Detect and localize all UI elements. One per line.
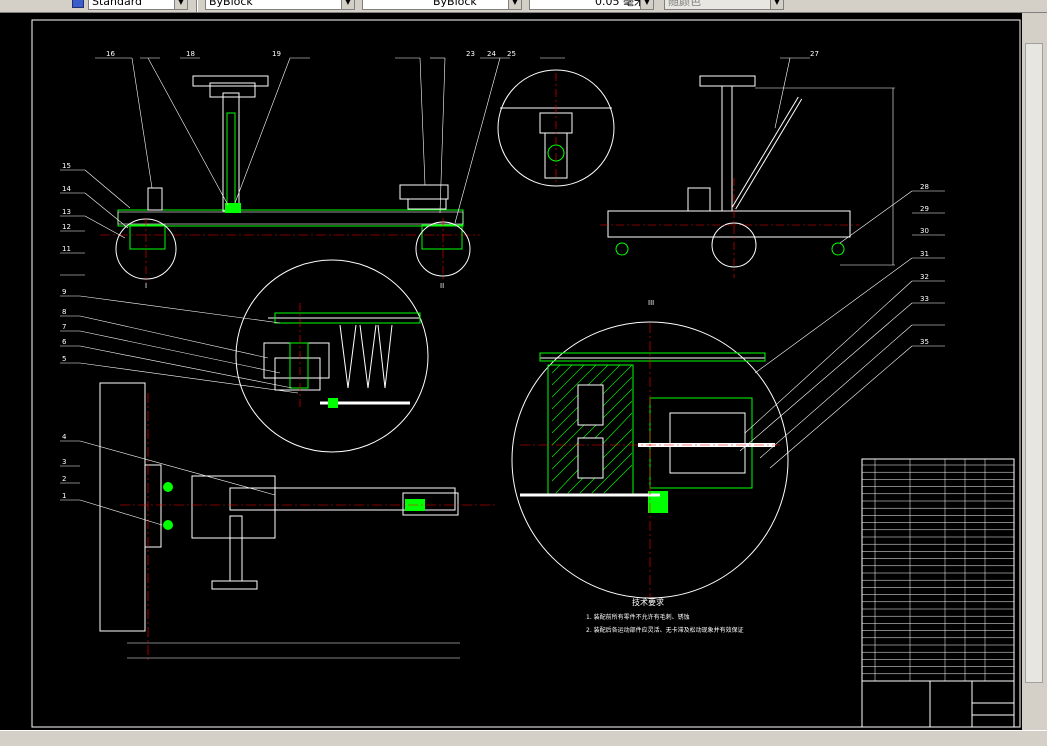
cart-top-view [99, 382, 495, 663]
chevron-down-icon[interactable]: ▼ [174, 0, 187, 9]
chevron-down-icon[interactable]: ▼ [640, 0, 653, 9]
drawing-canvas[interactable]: 16 18 19 23 24 25 27 15 14 13 12 11 9 8 … [0, 13, 1022, 730]
part-label: 14 [62, 185, 71, 193]
linetype-dropdown[interactable]: ByBlock ▼ [362, 0, 522, 10]
technical-requirements: 技术要求 1. 装配前所有零件不允许有毛刺、锈蚀 2. 装配后各运动部件应灵活、… [586, 597, 744, 634]
part-label: 4 [62, 433, 67, 441]
detail-view-top [497, 69, 615, 187]
part-label: 13 [62, 208, 71, 216]
properties-toolbar: Standard ▼ ByBlock ▼ ByBlock ▼ 0.05 毫米 ▼… [0, 0, 1047, 13]
lineweight-dropdown[interactable]: 0.05 毫米 ▼ [529, 0, 654, 10]
part-label: 31 [920, 250, 929, 258]
scrollbar-thumb[interactable] [1025, 43, 1043, 683]
detail-view-right [511, 321, 789, 599]
cad-drawing: 16 18 19 23 24 25 27 15 14 13 12 11 9 8 … [31, 19, 1021, 728]
tech-req-2: 2. 装配后各运动部件应灵活、无卡滞及松动现象并有效保证 [586, 626, 744, 634]
cart-side-view [100, 75, 480, 283]
chevron-down-icon[interactable]: ▼ [770, 0, 783, 9]
toolbar-separator [196, 0, 198, 12]
tech-title: 技术要求 [632, 597, 664, 607]
part-label: 16 [106, 50, 115, 58]
part-label: 29 [920, 205, 929, 213]
lineweight-value: 0.05 毫米 [595, 0, 645, 8]
chevron-down-icon[interactable]: ▼ [341, 0, 354, 9]
detail-view-left [235, 259, 429, 453]
part-label: 15 [62, 162, 71, 170]
text-style-dropdown[interactable]: Standard ▼ [88, 0, 188, 10]
drawing-border [31, 19, 1021, 728]
horizontal-scrollbar[interactable] [0, 730, 1047, 746]
chevron-down-icon[interactable]: ▼ [508, 0, 521, 9]
part-label: 32 [920, 273, 929, 281]
part-label: 33 [920, 295, 929, 303]
part-label: 8 [62, 308, 66, 316]
part-label: 27 [810, 50, 819, 58]
part-label: 1 [62, 492, 66, 500]
part-label: 19 [272, 50, 281, 58]
part-label: 18 [186, 50, 195, 58]
vertical-scrollbar[interactable] [1022, 13, 1047, 730]
part-label: 25 [507, 50, 516, 58]
plotstyle-dropdown[interactable]: 随颜色 ▼ [664, 0, 784, 10]
part-label: 24 [487, 50, 496, 58]
leader-lines [60, 57, 945, 526]
view-label: II [440, 282, 444, 290]
part-label: 28 [920, 183, 929, 191]
layer-value: ByBlock [209, 0, 253, 8]
part-label: 35 [920, 338, 929, 346]
part-label: 2 [62, 475, 66, 483]
part-label: 9 [62, 288, 66, 296]
part-label: 6 [62, 338, 67, 346]
title-block [861, 458, 1015, 728]
cart-front-view [600, 75, 895, 278]
part-label: 11 [62, 245, 71, 253]
part-labels: 16 18 19 23 24 25 27 15 14 13 12 11 9 8 … [62, 50, 929, 500]
layer-dropdown[interactable]: ByBlock ▼ [205, 0, 355, 10]
tech-req-1: 1. 装配前所有零件不允许有毛刺、锈蚀 [586, 613, 690, 621]
view-label: I [145, 282, 147, 290]
part-label: 7 [62, 323, 66, 331]
part-label: 5 [62, 355, 66, 363]
part-label: 30 [920, 227, 929, 235]
plotstyle-value: 随颜色 [668, 0, 701, 8]
linetype-value: ByBlock [433, 0, 477, 8]
part-label: 3 [62, 458, 66, 466]
text-style-icon[interactable] [72, 0, 84, 8]
part-label: 23 [466, 50, 475, 58]
view-label: III [648, 299, 654, 307]
part-label: 12 [62, 223, 71, 231]
text-style-value: Standard [92, 0, 143, 8]
